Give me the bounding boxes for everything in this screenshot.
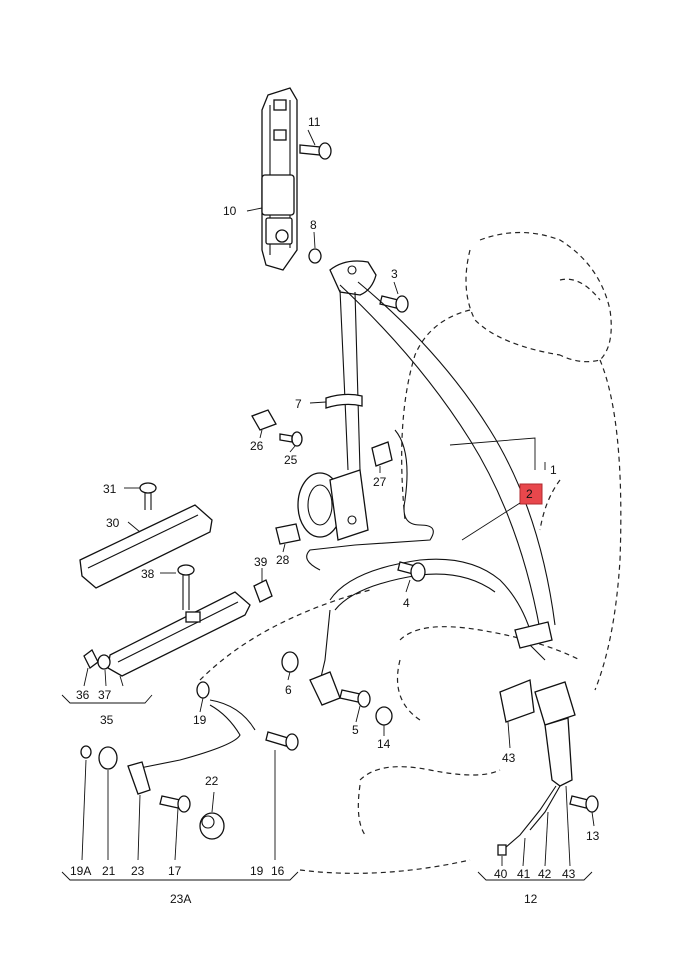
bolt-5	[339, 689, 371, 708]
nut-22	[199, 812, 225, 840]
label-42: 42	[538, 867, 552, 881]
height-adjuster-rail	[261, 87, 298, 271]
label-14: 14	[377, 737, 391, 751]
label-1: 1	[550, 463, 557, 477]
label-28: 28	[276, 553, 290, 567]
bolt-17	[159, 795, 191, 813]
highlight-marker-2	[519, 483, 543, 505]
wiring-harness	[306, 429, 434, 571]
seat-rail-35	[107, 591, 251, 677]
label-23: 23	[131, 864, 145, 878]
washer-19a	[80, 745, 92, 759]
connector-27	[371, 441, 393, 467]
label-19-upper: 19	[193, 713, 207, 727]
label-4: 4	[403, 596, 410, 610]
label-40: 40	[494, 867, 508, 881]
group-brackets	[61, 694, 593, 881]
seat-rail-30	[79, 504, 213, 589]
label-43-cover: 43	[502, 751, 516, 765]
plug-40	[497, 844, 507, 856]
label-27: 27	[373, 475, 387, 489]
label-10: 10	[223, 204, 237, 218]
label-25: 25	[284, 453, 298, 467]
seat-outline	[199, 231, 622, 874]
label-19-lower: 19	[250, 864, 264, 878]
bolt-38	[177, 564, 195, 610]
bolt-31	[139, 482, 157, 510]
label-41: 41	[517, 867, 531, 881]
upper-guide	[329, 260, 377, 296]
label-37: 37	[98, 688, 112, 702]
bolt-16	[265, 731, 299, 751]
label-39: 39	[254, 555, 268, 569]
spacer-6	[281, 651, 299, 673]
label-35: 35	[100, 713, 114, 727]
label-19a: 19A	[70, 864, 91, 878]
label-22: 22	[205, 774, 219, 788]
label-31: 31	[103, 482, 117, 496]
clip-36	[83, 649, 99, 669]
buckle-assembly	[504, 681, 576, 849]
label-11: 11	[308, 115, 321, 129]
label-6: 6	[285, 683, 292, 697]
label-21: 21	[102, 864, 116, 878]
clip-37	[97, 654, 111, 670]
retractor	[297, 469, 369, 541]
washer-8	[308, 248, 322, 264]
label-2: 2	[526, 487, 533, 501]
screw-25	[279, 431, 303, 447]
washer-19	[196, 681, 210, 699]
label-23a: 23A	[170, 892, 191, 906]
label-17: 17	[168, 864, 182, 878]
bracket-23	[127, 699, 256, 795]
label-13: 13	[586, 829, 600, 843]
clip-39	[253, 579, 273, 603]
bolt-11	[299, 142, 332, 160]
bolt-4	[397, 561, 426, 582]
label-38: 38	[141, 567, 155, 581]
bolt-3	[379, 295, 409, 313]
label-3: 3	[391, 267, 398, 281]
bracket-26	[251, 409, 277, 431]
label-8: 8	[310, 218, 317, 232]
label-26: 26	[250, 439, 264, 453]
spacer-21	[98, 746, 118, 770]
connector-28	[275, 523, 301, 545]
label-43-buckle: 43	[562, 867, 576, 881]
lower-anchor	[309, 609, 341, 706]
leader-lines	[81, 129, 595, 867]
label-30: 30	[106, 516, 120, 530]
part-labels: 11 10 8 3 7 26 25 27 1 2 28 39 31 30 38 …	[70, 115, 600, 906]
cover-43	[499, 679, 535, 723]
label-16: 16	[271, 864, 285, 878]
label-7: 7	[295, 397, 302, 411]
guide-loop-7	[325, 393, 363, 409]
belt-webbing	[329, 281, 556, 661]
label-5: 5	[352, 723, 359, 737]
label-36: 36	[76, 688, 90, 702]
bolt-13	[569, 795, 599, 813]
label-12: 12	[524, 892, 538, 906]
cap-14	[375, 706, 393, 726]
